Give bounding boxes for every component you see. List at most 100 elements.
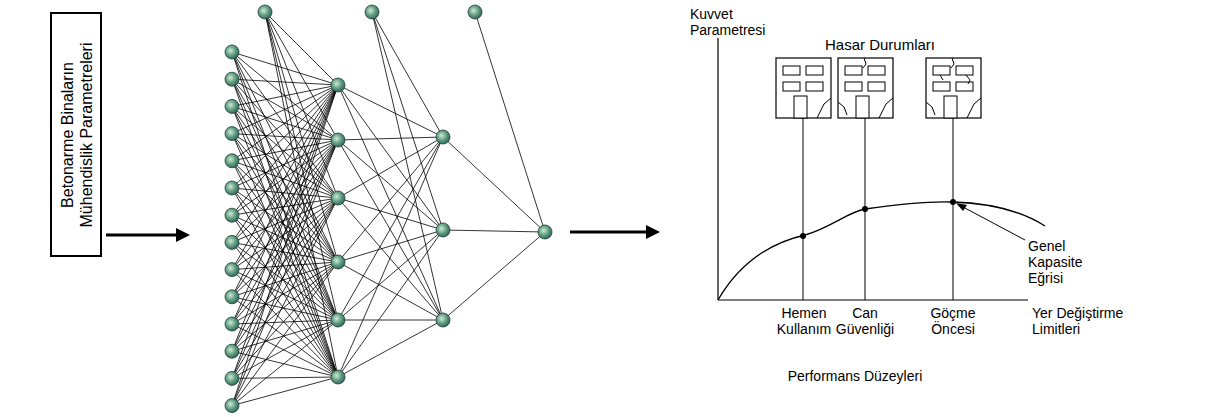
weight-line bbox=[232, 320, 338, 351]
input-box: Betonarme Binaların Mühendislik Parametr… bbox=[50, 12, 102, 257]
weight-line bbox=[232, 215, 338, 262]
box-text: Betonarme Binaların Mühendislik Parametr… bbox=[57, 19, 95, 250]
neuron bbox=[365, 5, 379, 19]
axis-title: Yer Değiştirme Limitleri bbox=[1032, 305, 1136, 337]
neuron bbox=[225, 72, 239, 86]
weight-line bbox=[232, 85, 338, 297]
weight-line bbox=[232, 262, 338, 378]
weight-line bbox=[232, 140, 338, 406]
neuron bbox=[258, 5, 272, 19]
neural-network bbox=[225, 5, 552, 413]
weight-line bbox=[232, 134, 338, 377]
weight-line bbox=[338, 320, 443, 377]
weight-line bbox=[443, 230, 545, 232]
neuron bbox=[331, 370, 345, 384]
weight-line bbox=[265, 12, 338, 320]
weight-line bbox=[338, 198, 443, 320]
neuron bbox=[436, 223, 450, 237]
neuron bbox=[468, 5, 482, 19]
weight-line bbox=[338, 85, 443, 230]
weight-line bbox=[232, 320, 338, 406]
neuron bbox=[331, 313, 345, 327]
weight-line bbox=[232, 134, 338, 320]
curve-label: Genel Kapasite Eğrisi bbox=[1028, 238, 1100, 286]
weight-line bbox=[232, 140, 338, 378]
neuron bbox=[225, 317, 239, 331]
weight-line bbox=[232, 161, 338, 377]
weight-line bbox=[232, 377, 338, 378]
neuron bbox=[331, 78, 345, 92]
weight-line bbox=[232, 85, 338, 406]
weight-line bbox=[265, 12, 338, 262]
weight-line bbox=[232, 134, 338, 262]
weight-line bbox=[232, 262, 338, 351]
neuron bbox=[225, 45, 239, 59]
neuron bbox=[225, 235, 239, 249]
performance-level: Göçme Öncesi bbox=[916, 305, 990, 337]
axis-title: Kuvvet Parametresi bbox=[690, 6, 778, 38]
neuron bbox=[225, 99, 239, 113]
neuron bbox=[225, 290, 239, 304]
weight-line bbox=[232, 198, 338, 378]
weight-line bbox=[338, 230, 443, 320]
level-dot bbox=[800, 199, 956, 239]
weight-line bbox=[232, 188, 338, 198]
performance-level: Hemen Kullanım bbox=[768, 305, 840, 337]
weight-line bbox=[338, 320, 443, 321]
neuron bbox=[538, 225, 552, 239]
weight-line bbox=[232, 377, 338, 406]
neuron bbox=[436, 130, 450, 144]
weight-line bbox=[232, 134, 338, 198]
weight-line bbox=[443, 232, 545, 320]
weight-line bbox=[265, 12, 338, 140]
level-line bbox=[803, 118, 953, 300]
weight-line bbox=[338, 137, 443, 140]
weight-line bbox=[232, 320, 338, 378]
neuron bbox=[225, 127, 239, 141]
neuron bbox=[225, 208, 239, 222]
weight-line bbox=[338, 198, 443, 230]
neuron bbox=[225, 344, 239, 358]
weight-line bbox=[232, 52, 338, 377]
flow-arrow bbox=[106, 228, 190, 242]
chart-axes bbox=[718, 38, 1028, 300]
weight-line bbox=[232, 198, 338, 406]
weight-line bbox=[232, 351, 338, 377]
neuron bbox=[225, 399, 239, 413]
weight-line bbox=[372, 12, 443, 230]
weight-line bbox=[338, 137, 443, 198]
weight-line bbox=[232, 198, 338, 324]
weight-line bbox=[338, 137, 443, 320]
leader-arrow bbox=[956, 203, 1025, 240]
flow-arrow bbox=[570, 225, 660, 239]
weight-line bbox=[338, 262, 443, 320]
weight-line bbox=[232, 262, 338, 324]
weight-line bbox=[265, 12, 338, 377]
neuron bbox=[331, 191, 345, 205]
axis-title: Performans Düzeyleri bbox=[760, 368, 950, 384]
neuron bbox=[331, 133, 345, 147]
performance-level: Can Güvenliği bbox=[828, 305, 902, 337]
neuron bbox=[331, 255, 345, 269]
weight-line bbox=[232, 270, 338, 320]
neuron bbox=[225, 263, 239, 277]
weight-line bbox=[372, 12, 443, 137]
weight-line bbox=[232, 262, 338, 406]
weight-line bbox=[232, 85, 338, 351]
weight-line bbox=[232, 198, 338, 297]
weight-line bbox=[475, 12, 545, 232]
neuron bbox=[225, 371, 239, 385]
weight-line bbox=[232, 79, 338, 140]
building-icon bbox=[776, 58, 981, 118]
section-title: Hasar Durumları bbox=[820, 37, 940, 53]
capacity-curve bbox=[718, 202, 1045, 300]
neuron bbox=[436, 313, 450, 327]
weight-line bbox=[232, 85, 338, 215]
neuron bbox=[225, 154, 239, 168]
weight-line bbox=[232, 188, 338, 377]
weight-line bbox=[372, 12, 443, 320]
neuron bbox=[225, 181, 239, 195]
weight-line bbox=[338, 137, 443, 377]
weight-line bbox=[232, 324, 338, 377]
